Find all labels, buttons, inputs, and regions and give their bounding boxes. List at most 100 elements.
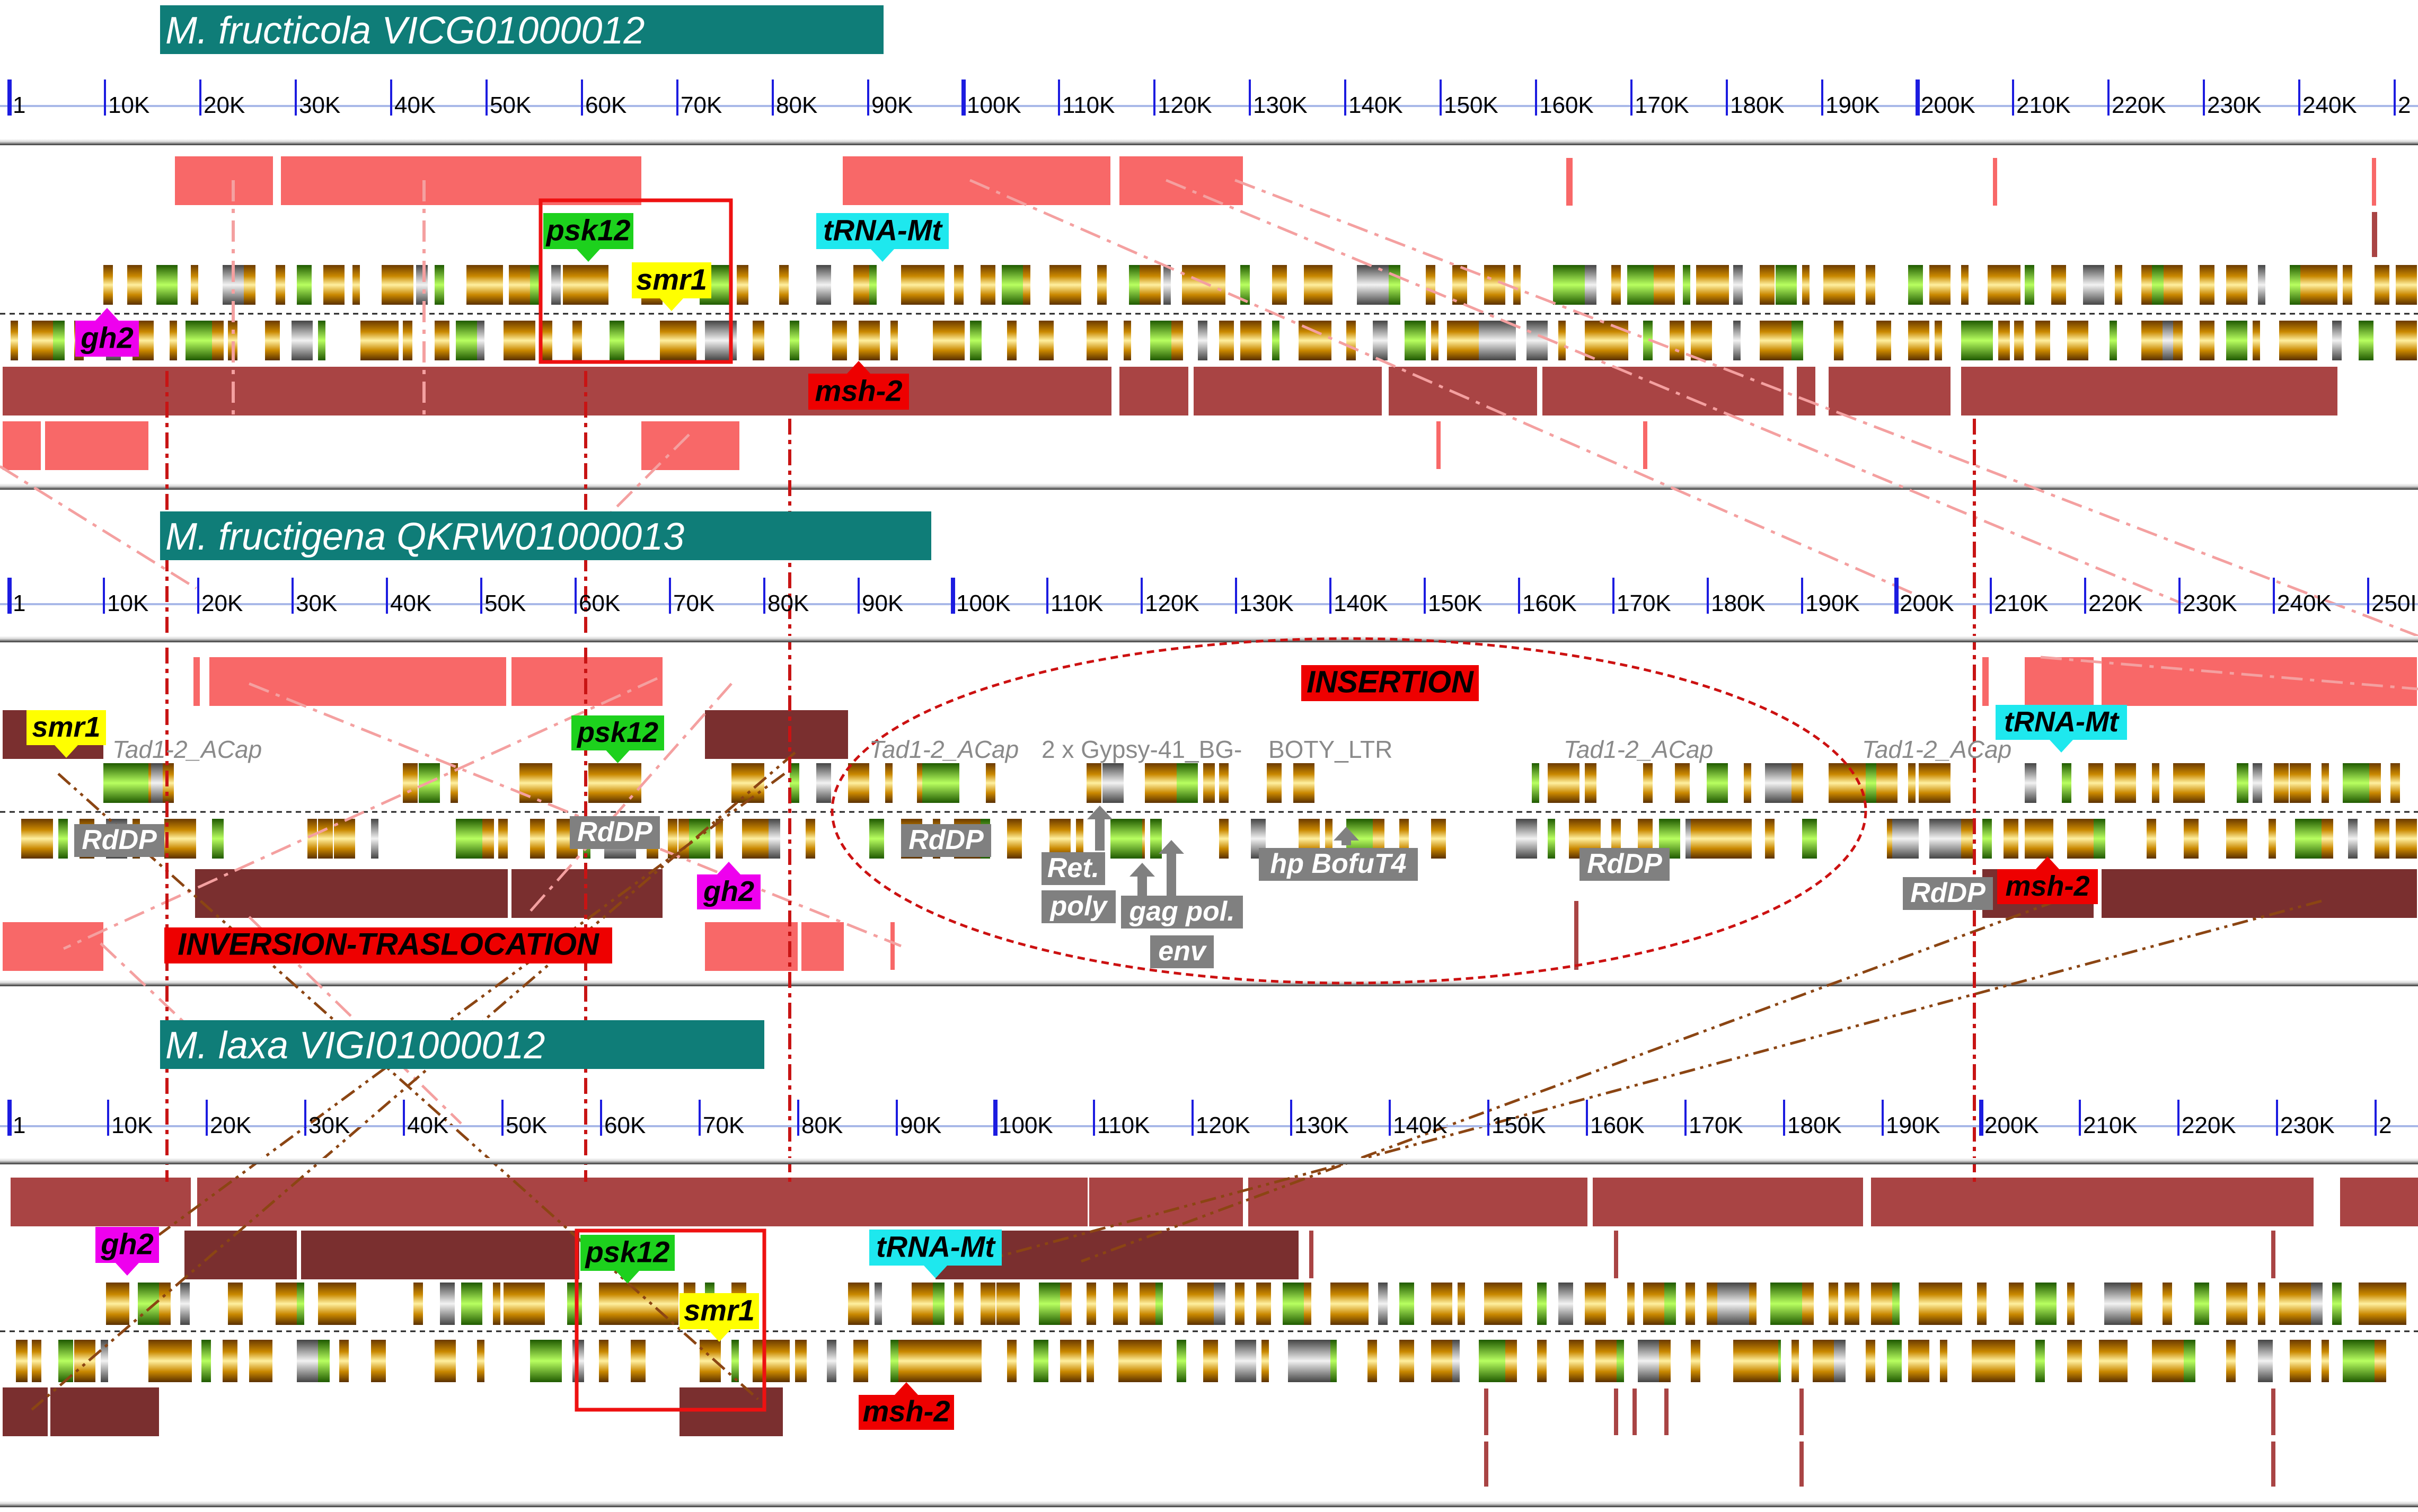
gene-feature bbox=[151, 763, 163, 803]
gene-feature bbox=[1892, 819, 1919, 859]
gene-feature bbox=[1998, 321, 2010, 360]
synteny-block bbox=[1614, 1231, 1618, 1278]
gene-feature bbox=[1670, 321, 1684, 360]
gene-feature bbox=[11, 321, 18, 360]
label-rdrp: RdDP bbox=[74, 824, 164, 857]
synteny-block bbox=[1593, 1178, 1863, 1226]
gene-feature bbox=[127, 265, 142, 305]
panel-separator bbox=[0, 1501, 2418, 1507]
gene-feature bbox=[1691, 321, 1712, 360]
highlight-box-top bbox=[539, 198, 733, 364]
label-smr1-t3-box bbox=[679, 1293, 759, 1329]
gene-feature bbox=[1235, 1340, 1256, 1382]
te-arrow-ret-head bbox=[1087, 806, 1113, 819]
gene-feature bbox=[334, 819, 355, 859]
gene-feature bbox=[2062, 763, 2071, 803]
gene-feature bbox=[1792, 763, 1803, 803]
gene-feature bbox=[938, 1340, 970, 1382]
gene-feature bbox=[885, 763, 893, 803]
tick-label: 210K bbox=[2016, 92, 2071, 118]
gene-feature bbox=[1219, 321, 1234, 360]
gene-feature bbox=[599, 1283, 668, 1325]
label-psk12-box bbox=[543, 213, 633, 249]
label-psk12-t2-arrow bbox=[606, 750, 630, 763]
label-rdrp-box bbox=[1903, 877, 1993, 910]
label-rdrp: RdDP bbox=[570, 816, 660, 849]
gene-feature bbox=[1367, 1340, 1377, 1382]
gene-feature bbox=[403, 763, 418, 803]
gene-feature bbox=[371, 819, 378, 859]
gene-feature bbox=[1961, 819, 1973, 859]
gene-feature bbox=[853, 1340, 868, 1382]
gene-feature bbox=[1919, 763, 1951, 803]
label-gh2-text: gh2 bbox=[80, 321, 134, 355]
gene-feature bbox=[1733, 265, 1743, 305]
gene-feature bbox=[1198, 321, 1207, 360]
tick-label: 50K bbox=[484, 590, 526, 616]
gene-feature bbox=[58, 819, 68, 859]
gene-feature bbox=[1150, 819, 1162, 859]
gene-feature bbox=[1982, 819, 1992, 859]
label-rdrp-text: RdDP bbox=[1587, 848, 1662, 879]
synteny-block bbox=[193, 657, 200, 706]
tick-label: 90K bbox=[862, 590, 903, 616]
gene-feature bbox=[2110, 321, 2117, 360]
tick-label: 230K bbox=[2183, 590, 2237, 616]
gene-feature bbox=[2322, 763, 2329, 803]
synteny-link bbox=[31, 751, 796, 1411]
gene-feature bbox=[535, 1283, 545, 1325]
gene-feature bbox=[954, 1283, 964, 1325]
synteny-block bbox=[1484, 1389, 1488, 1435]
gene-feature bbox=[504, 321, 535, 360]
label-env-text: env bbox=[1158, 936, 1207, 967]
label-psk12-t2-box bbox=[571, 715, 664, 750]
gene-feature bbox=[387, 321, 399, 360]
synteny-block bbox=[1961, 367, 2337, 415]
tick-label: 190K bbox=[1886, 1112, 1940, 1138]
gene-feature bbox=[1707, 763, 1728, 803]
label-smr1-box bbox=[632, 262, 711, 298]
gene-feature bbox=[1908, 1340, 1929, 1382]
gene-feature bbox=[2390, 763, 2400, 803]
tick-label: 100K bbox=[956, 590, 1011, 616]
label-msh2-t2-box bbox=[1997, 869, 2098, 904]
gene-feature bbox=[1595, 1340, 1617, 1382]
te-arrow-env-shaft bbox=[1167, 852, 1176, 896]
synteny-block bbox=[2025, 657, 2094, 706]
synteny-block bbox=[1248, 1178, 1587, 1226]
gene-feature bbox=[1426, 265, 1435, 305]
gene-feature bbox=[2237, 763, 2248, 803]
gene-feature bbox=[1110, 819, 1142, 859]
gene-feature bbox=[1240, 321, 1261, 360]
gene-feature bbox=[668, 819, 677, 859]
tick-label: 130K bbox=[1294, 1112, 1349, 1138]
gene-feature bbox=[1012, 1283, 1020, 1325]
gene-feature bbox=[1691, 819, 1752, 859]
gene-feature bbox=[2184, 1340, 2195, 1382]
tick-label: 10K bbox=[111, 1112, 153, 1138]
gene-feature bbox=[2035, 1283, 2057, 1325]
tick-label: 20K bbox=[210, 1112, 251, 1138]
label-trna-t3-text: tRNA-Mt bbox=[876, 1230, 996, 1263]
gene-feature bbox=[2067, 1283, 2075, 1325]
gene-feature bbox=[1770, 1283, 1802, 1325]
gene-feature bbox=[2322, 819, 2333, 859]
tick-label: 80K bbox=[776, 92, 817, 118]
gene-feature bbox=[530, 1340, 562, 1382]
gene-feature bbox=[1627, 1283, 1635, 1325]
gene-feature bbox=[477, 321, 484, 360]
gene-feature bbox=[2226, 819, 2247, 859]
gene-feature bbox=[1532, 763, 1539, 803]
gene-feature bbox=[2099, 1340, 2120, 1382]
gene-feature bbox=[2163, 1283, 2172, 1325]
gene-feature bbox=[1256, 1283, 1271, 1325]
gene-feature bbox=[1537, 1283, 1547, 1325]
label-msh2-t3-box bbox=[859, 1395, 954, 1430]
gene-feature bbox=[816, 265, 831, 305]
gene-feature bbox=[2343, 1340, 2375, 1382]
gene-feature bbox=[1929, 819, 1961, 859]
gene-feature bbox=[519, 1283, 531, 1325]
gene-feature bbox=[2306, 321, 2317, 360]
gene-feature bbox=[2152, 763, 2159, 803]
tick-label: 190K bbox=[1805, 590, 1860, 616]
